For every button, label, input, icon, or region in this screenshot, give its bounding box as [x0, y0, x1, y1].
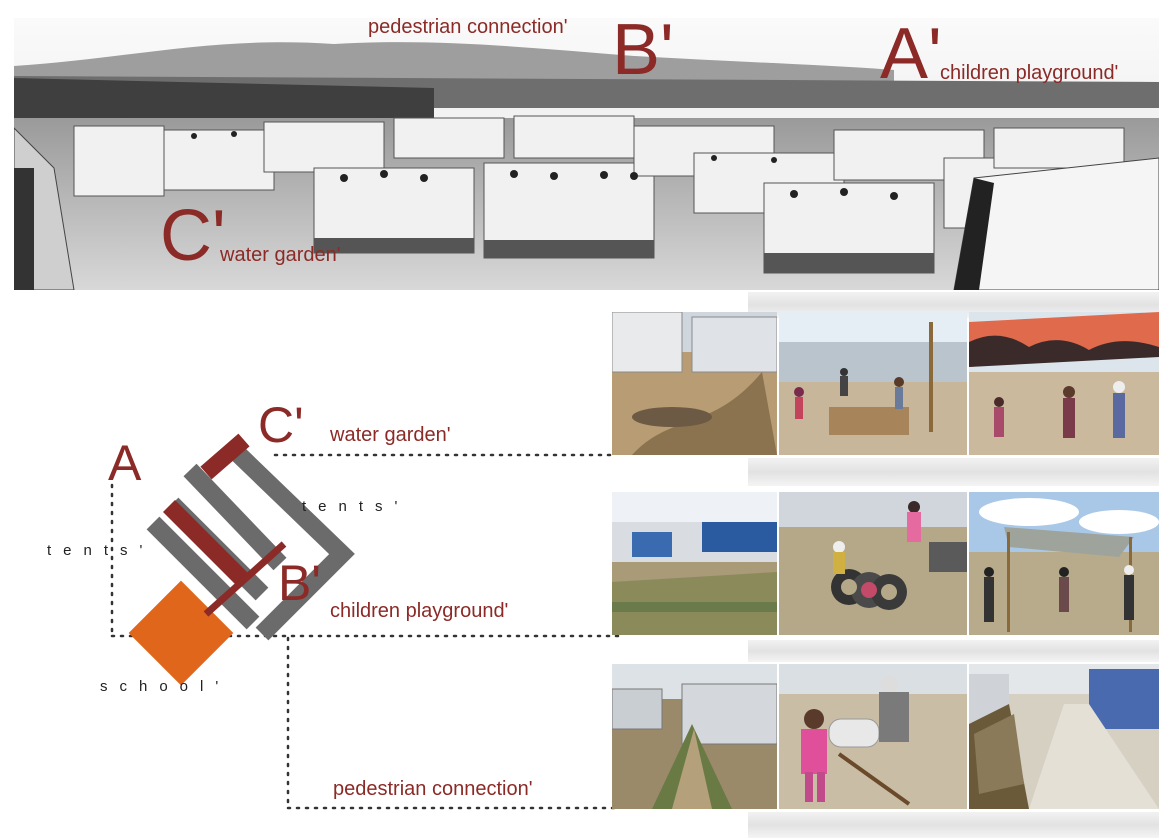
panorama-label-c-prime: C' [160, 196, 226, 276]
pedestrian-link-bar [203, 541, 287, 617]
panorama-label-b-prime: B' [612, 10, 674, 90]
background-strip [748, 812, 1159, 838]
plan-label-school: school' [100, 678, 231, 695]
photo-scene [779, 312, 967, 455]
photo-water-garden-3 [969, 312, 1159, 455]
photo-playground-1 [612, 492, 777, 635]
plan-letter-a: A [108, 435, 142, 491]
photo-playground-2 [779, 492, 967, 635]
panorama-label-children-playground: children playground' [940, 62, 1119, 84]
photo-scene [779, 492, 967, 635]
maroon-bar-c [200, 433, 250, 480]
tent-bar-corner [225, 441, 355, 641]
tent-bar [146, 516, 260, 630]
photo-scene [969, 312, 1159, 455]
plan-label-water-garden: water garden' [330, 424, 451, 446]
photo-scene [969, 664, 1159, 809]
panorama-label-a-prime: A' [880, 14, 942, 94]
photo-playground-3 [969, 492, 1159, 635]
photo-pedestrian-1 [612, 664, 777, 809]
plan-label-pedestrian-connection: pedestrian connection' [333, 778, 533, 800]
panorama-label-water-garden: water garden' [220, 244, 341, 266]
maroon-bar [162, 499, 251, 588]
site-plan-diagram [110, 433, 620, 810]
photo-scene [612, 664, 777, 809]
photo-scene [612, 312, 777, 455]
plan-letter-c-prime: C' [258, 397, 304, 453]
plan-letter-b-prime: B' [278, 555, 321, 611]
plan-label-tents-left: tents' [47, 542, 155, 559]
plan-label-children-playground: children playground' [330, 600, 509, 622]
photo-scene [779, 664, 967, 809]
photo-pedestrian-3 [969, 664, 1159, 809]
camp-panorama-photo [14, 18, 1159, 290]
panorama-illustration [14, 18, 1159, 290]
background-strip [748, 640, 1159, 662]
panorama-label-pedestrian-connection: pedestrian connection' [368, 16, 568, 38]
photo-scene [969, 492, 1159, 635]
background-strip [748, 458, 1159, 486]
photo-water-garden-1 [612, 312, 777, 455]
school-block [128, 580, 234, 686]
photo-scene [612, 492, 777, 635]
photo-water-garden-2 [779, 312, 967, 455]
plan-label-tents-right: tents' [302, 498, 410, 515]
photo-pedestrian-2 [779, 664, 967, 809]
tent-bar [183, 463, 287, 571]
